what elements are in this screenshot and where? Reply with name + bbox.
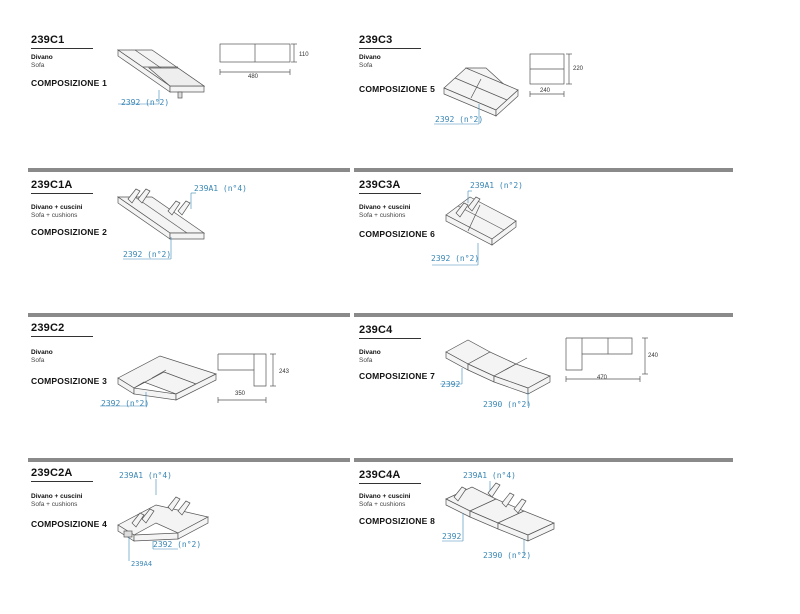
code-underline [359, 338, 421, 339]
part-ref: 2392 (n°2) [153, 540, 202, 549]
part-ref: 239A1 (n°4) [194, 184, 247, 193]
code-underline [359, 483, 421, 484]
composition-title: COMPOSIZIONE 7 [359, 371, 436, 381]
label-en: Sofa [31, 62, 45, 69]
composition-cell-3: 239C2 Divano Sofa COMPOSIZIONE 3 2392 (n… [28, 322, 398, 467]
label-en: Sofa [359, 357, 373, 364]
divider-bar [28, 458, 350, 462]
label-it: Divano + cuscini [31, 204, 83, 211]
sofa-drawing [434, 53, 572, 125]
divider-bar [354, 313, 733, 317]
sofa-drawing [116, 188, 206, 260]
dimension-width: 240 [540, 88, 551, 94]
part-ref: 2392 (n°2) [123, 250, 172, 259]
label-it: Divano [359, 349, 381, 356]
code-underline [31, 48, 93, 49]
part-ref: 2392 [442, 532, 462, 541]
part-ref: 2392 (n°2) [431, 254, 480, 263]
part-ref: 239A1 (n°2) [470, 181, 523, 190]
model-code: 239C1A [31, 179, 73, 191]
model-code: 239C1 [31, 34, 65, 46]
label-it: Divano + cuscini [359, 204, 411, 211]
part-ref: 2392 (n°2) [435, 115, 484, 124]
model-code: 239C4 [359, 324, 393, 336]
code-underline [31, 481, 93, 482]
dimension-height: 220 [573, 66, 584, 72]
sofa-drawing [116, 43, 297, 105]
composition-cell-5: 239C3 Divano Sofa COMPOSIZIONE 5 2392 (n… [356, 34, 726, 179]
sofa-drawing [117, 479, 209, 561]
divider-bar [28, 168, 350, 172]
part-ref: 239A1 (n°4) [119, 471, 172, 480]
composition-title: COMPOSIZIONE 5 [359, 84, 436, 94]
label-it: Divano [31, 349, 53, 356]
divider-bar [28, 313, 350, 317]
composition-cell-2: 239C1A Divano + cuscini Sofa + cushions … [28, 179, 398, 324]
label-en: Sofa + cushions [359, 212, 406, 219]
code-underline [359, 193, 421, 194]
dimension-height: 110 [299, 52, 309, 58]
model-code: 239C4A [359, 469, 401, 481]
dimension-width: 480 [248, 74, 259, 80]
code-underline [31, 193, 93, 194]
dimension-height: 243 [279, 369, 290, 375]
part-ref: 2392 [441, 380, 461, 389]
part-ref: 239A1 (n°4) [463, 471, 516, 480]
divider-bar [354, 458, 733, 462]
label-it: Divano [31, 54, 53, 61]
composition-title: COMPOSIZIONE 3 [31, 376, 108, 386]
label-en: Sofa [31, 357, 45, 364]
composition-title: COMPOSIZIONE 1 [31, 78, 108, 88]
composition-cell-8: 239C4A Divano + cuscini Sofa + cushions … [356, 469, 726, 614]
divider-bar [354, 168, 733, 172]
label-en: Sofa + cushions [31, 501, 78, 508]
sofa-drawing [442, 481, 555, 555]
label-en: Sofa [359, 62, 373, 69]
model-code: 239C2A [31, 467, 73, 479]
sofa-drawing [432, 190, 517, 266]
composition-title: COMPOSIZIONE 2 [31, 227, 108, 237]
model-code: 239C2 [31, 322, 65, 334]
composition-title: COMPOSIZIONE 4 [31, 519, 108, 529]
part-ref: 2390 (n°2) [483, 400, 532, 408]
label-it: Divano [359, 54, 381, 61]
part-ref: 2390 (n°2) [483, 551, 532, 560]
label-it: Divano + cuscini [359, 493, 411, 500]
model-code: 239C3A [359, 179, 401, 191]
composition-title: COMPOSIZIONE 6 [359, 229, 436, 239]
sofa-drawing [100, 353, 276, 407]
part-ref: 2392 (n°2) [121, 98, 170, 107]
part-ref: 239A4 [131, 560, 153, 568]
code-underline [359, 48, 421, 49]
label-en: Sofa + cushions [359, 501, 406, 508]
dimension-width: 470 [597, 375, 608, 381]
composition-cell-4: 239C2A Divano + cuscini Sofa + cushions … [28, 467, 398, 612]
label-it: Divano + cuscini [31, 493, 83, 500]
dimension-width: 350 [235, 391, 246, 397]
dimension-height: 240 [648, 353, 659, 359]
composition-cell-6: 239C3A Divano + cuscini Sofa + cushions … [356, 179, 726, 324]
composition-cell-7: 239C4 Divano Sofa COMPOSIZIONE 7 [356, 324, 726, 469]
part-ref: 2392 (n°2) [101, 399, 150, 408]
code-underline [31, 336, 93, 337]
model-code: 239C3 [359, 34, 393, 46]
composition-cell-1: 239C1 Divano Sofa COMPOSIZIONE 1 2 [28, 34, 398, 179]
label-en: Sofa + cushions [31, 212, 78, 219]
composition-title: COMPOSIZIONE 8 [359, 516, 436, 526]
sofa-drawing [440, 337, 648, 406]
